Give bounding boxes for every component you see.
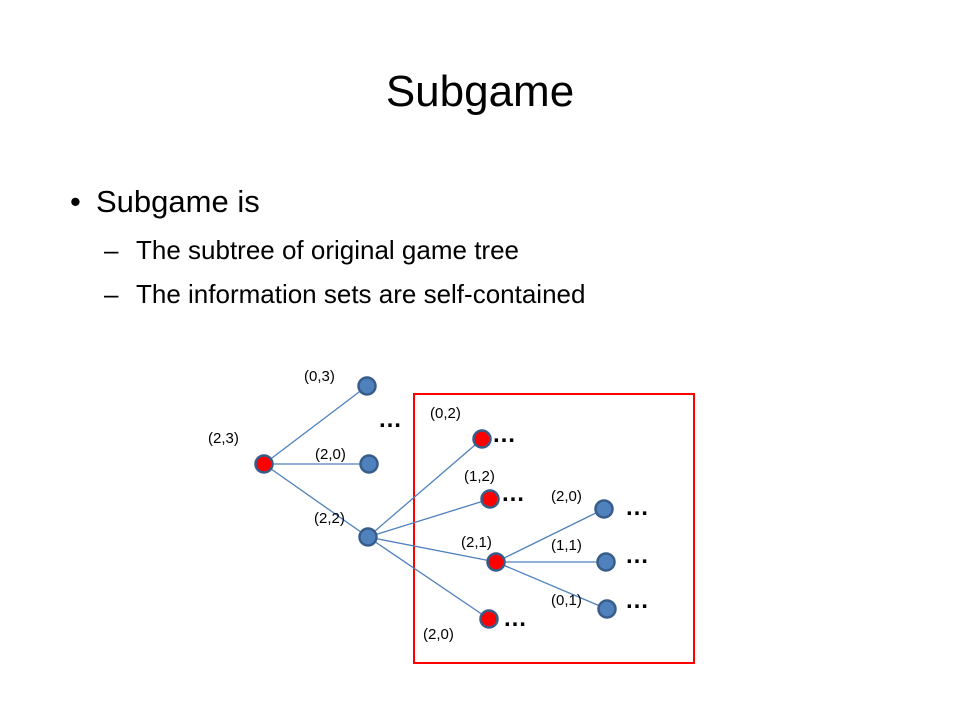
tree-node-mid	[359, 454, 379, 474]
tree-node-d1	[594, 499, 614, 519]
subbullet-mark: –	[104, 279, 119, 309]
tree-edge	[367, 438, 483, 538]
tree-node-d2	[596, 552, 616, 572]
tree-edge	[367, 498, 491, 538]
ellipsis: …	[492, 421, 516, 448]
subbullet-text: The subtree of original game tree	[136, 235, 519, 265]
tree-node-d3	[597, 599, 617, 619]
bullet-item: • Subgame is	[70, 180, 930, 224]
payoff-label: (2,1)	[461, 534, 492, 551]
ellipsis: …	[378, 406, 402, 433]
tree-edge	[495, 561, 608, 610]
subbullet-item: – The information sets are self-containe…	[70, 276, 930, 312]
subbullet-item: – The subtree of original game tree	[70, 232, 930, 268]
payoff-label: (0,2)	[430, 405, 461, 422]
ellipsis-marks: … … … … … … …	[378, 406, 649, 632]
payoff-label: (2,2)	[314, 510, 345, 527]
tree-node-top	[357, 376, 377, 396]
tree-edge	[263, 385, 368, 465]
tree-node-low	[358, 527, 378, 547]
tree-edge	[367, 536, 490, 620]
payoff-label: (2,0)	[315, 446, 346, 463]
tree-node-root	[254, 454, 274, 474]
payoff-label: (0,1)	[551, 592, 582, 609]
tree-edges	[263, 385, 608, 620]
tree-edge	[495, 508, 605, 563]
tree-edge	[367, 536, 497, 563]
payoff-label: (1,2)	[464, 468, 495, 485]
bullet-text: Subgame is	[96, 184, 260, 219]
subbullet-mark: –	[104, 235, 119, 265]
payoff-label: (2,0)	[551, 488, 582, 505]
ellipsis: …	[625, 494, 649, 521]
subgame-box	[413, 393, 695, 664]
payoff-label: (0,3)	[304, 368, 335, 385]
ellipsis: …	[625, 587, 649, 614]
tree-node-c3	[486, 552, 506, 572]
tree-nodes	[254, 376, 617, 629]
tree-node-c2	[480, 489, 500, 509]
ellipsis: …	[503, 605, 527, 632]
bullet-list: • Subgame is – The subtree of original g…	[70, 180, 930, 312]
tree-node-c4	[479, 609, 499, 629]
subbullet-text: The information sets are self-contained	[136, 279, 586, 309]
ellipsis: …	[501, 480, 525, 507]
slide-title: Subgame	[385, 67, 575, 116]
bullet-mark: •	[70, 184, 81, 219]
payoff-label: (1,1)	[551, 537, 582, 554]
payoff-label: (2,0)	[423, 626, 454, 643]
tree-edge	[263, 463, 369, 538]
payoff-labels: (2,3) (0,3) (2,0) (2,2) (0,2) (1,2) (2,1…	[208, 368, 582, 643]
ellipsis: …	[625, 542, 649, 569]
payoff-label: (2,3)	[208, 430, 239, 447]
tree-node-c1	[472, 429, 492, 449]
